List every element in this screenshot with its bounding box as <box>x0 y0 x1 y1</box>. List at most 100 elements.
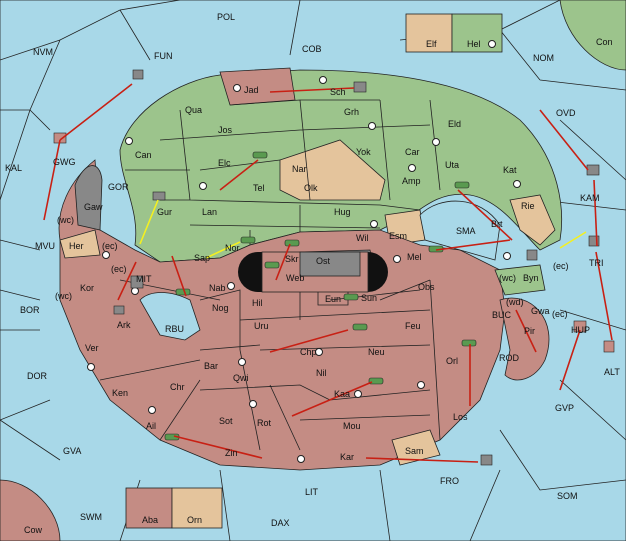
label-ec-left: (ec) <box>111 264 127 274</box>
label-elf: Elf <box>426 39 437 49</box>
label-buc: BUC <box>492 310 512 320</box>
label-elc: Elc <box>218 158 231 168</box>
province-rie[interactable] <box>509 194 556 246</box>
label-byn: Byn <box>523 273 539 283</box>
label-bar: Bar <box>204 361 218 371</box>
label-ec3: (ec) <box>552 309 568 319</box>
label-ail: Ail <box>146 421 156 431</box>
label-kal: KAL <box>5 163 22 173</box>
label-obs: Obs <box>418 282 435 292</box>
label-tel: Tel <box>253 183 265 193</box>
label-nog: Nog <box>212 303 229 313</box>
label-pol: POL <box>217 12 235 22</box>
province-gwa[interactable] <box>499 297 550 381</box>
label-rot: Rot <box>257 418 272 428</box>
label-zin: Zin <box>225 448 238 458</box>
label-uru: Uru <box>254 321 269 331</box>
label-nab: Nab <box>209 283 226 293</box>
label-kaa: Kaa <box>334 389 350 399</box>
label-rie: Rie <box>521 201 535 211</box>
label-hug: Hug <box>334 207 351 217</box>
province-labels: POL NVM FUN COB NOM Con Elf Hel KAL GWG … <box>5 12 620 535</box>
province-olk[interactable] <box>279 139 386 201</box>
label-con: Con <box>596 37 613 47</box>
label-ver: Ver <box>85 343 99 353</box>
label-olk: Olk <box>304 183 318 193</box>
support-orders <box>139 199 587 259</box>
label-ost: Ost <box>316 256 331 266</box>
province-gaw[interactable] <box>74 165 103 231</box>
label-tri: TRI <box>589 258 604 268</box>
province-ost-block[interactable] <box>299 251 361 277</box>
label-neu: Neu <box>368 347 385 357</box>
label-bor: BOR <box>20 305 40 315</box>
province-aba[interactable] <box>125 487 173 529</box>
label-kat: Kat <box>503 165 517 175</box>
label-car: Car <box>405 147 420 157</box>
label-fun: FUN <box>154 51 173 61</box>
label-gwg: GWG <box>53 157 76 167</box>
units <box>164 151 477 441</box>
label-orn: Orn <box>187 515 202 525</box>
label-grh: Grh <box>344 107 359 117</box>
label-kor: Kor <box>80 283 94 293</box>
label-mou: Mou <box>343 421 361 431</box>
label-brt: Brt <box>491 219 503 229</box>
label-wd: (wd) <box>506 297 524 307</box>
province-her[interactable] <box>59 229 101 259</box>
fleets <box>53 69 615 466</box>
label-hel: Hel <box>467 39 481 49</box>
label-can: Can <box>135 150 152 160</box>
sea-rbu[interactable] <box>139 292 201 341</box>
label-skr: Skr <box>285 254 299 264</box>
label-dor: DOR <box>27 371 48 381</box>
label-gaw: Gaw <box>84 202 103 212</box>
label-gwa: Gwa <box>531 306 550 316</box>
label-nvm: NVM <box>33 47 53 57</box>
label-uta: Uta <box>445 160 459 170</box>
label-ec1: (ec) <box>102 241 118 251</box>
label-amp: Amp <box>402 176 421 186</box>
label-jad: Jad <box>244 85 259 95</box>
label-esm: Esm <box>389 231 407 241</box>
label-eld: Eld <box>448 119 461 129</box>
move-orders <box>43 83 613 463</box>
province-sam[interactable] <box>391 429 441 466</box>
label-fro: FRO <box>440 476 459 486</box>
supply-centers <box>87 40 521 463</box>
label-alt: ALT <box>604 367 620 377</box>
label-aba: Aba <box>142 515 158 525</box>
label-gor: GOR <box>108 182 129 192</box>
label-hup: HUP <box>571 325 590 335</box>
label-sch: Sch <box>330 87 346 97</box>
label-gur: Gur <box>157 207 172 217</box>
label-dax: DAX <box>271 518 290 528</box>
label-cob: COB <box>302 44 322 54</box>
label-som: SOM <box>557 491 578 501</box>
label-nom: NOM <box>533 53 554 63</box>
label-nil: Nil <box>316 368 327 378</box>
label-mit: MIT <box>136 274 152 284</box>
label-chp: Chp <box>300 347 317 357</box>
sea-sma[interactable] <box>419 200 501 261</box>
label-ovd: OVD <box>556 108 576 118</box>
label-gvp: GVP <box>555 403 574 413</box>
sea-border <box>0 0 181 61</box>
label-rbu: RBU <box>165 324 184 334</box>
label-nor: Nor <box>225 243 240 253</box>
province-elf[interactable] <box>405 13 453 53</box>
province-byn[interactable] <box>494 264 546 296</box>
label-los: Los <box>453 412 468 422</box>
label-swm: SWM <box>80 512 102 522</box>
label-rod: ROD <box>499 353 520 363</box>
label-nar: Nar <box>292 164 307 174</box>
label-hil: Hil <box>252 298 263 308</box>
label-ark: Ark <box>117 320 131 330</box>
label-yok: Yok <box>356 147 371 157</box>
label-orl: Orl <box>446 356 458 366</box>
province-orn[interactable] <box>171 487 223 529</box>
label-pir: Pir <box>524 326 535 336</box>
label-ec2: (ec) <box>553 261 569 271</box>
label-feu: Feu <box>405 321 421 331</box>
